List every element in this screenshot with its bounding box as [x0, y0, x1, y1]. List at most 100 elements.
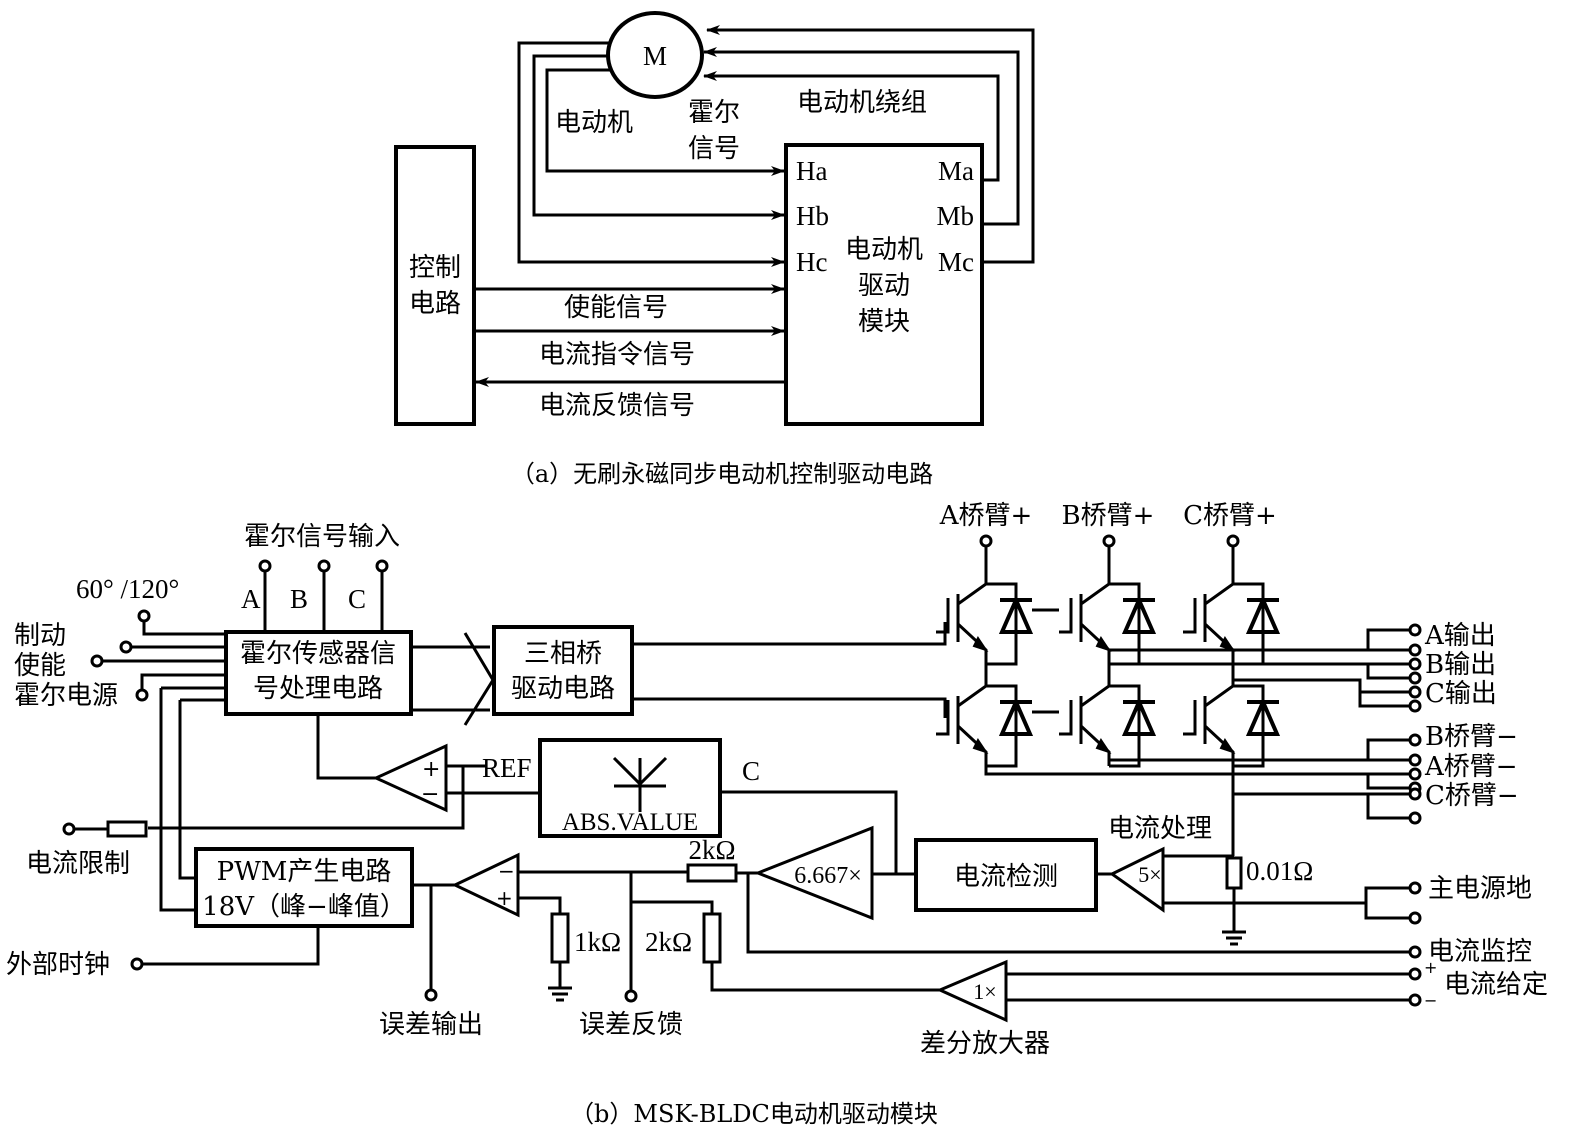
output-a-terminal-2[interactable]: [1408, 643, 1422, 657]
abs-value-icon: [612, 756, 668, 812]
comparator-plus: +: [422, 757, 440, 782]
hall-b-terminal[interactable]: [317, 559, 331, 573]
igbt-bridge: [936, 534, 1281, 768]
diff-amp-gain-label: 1×: [973, 979, 996, 1004]
c-low-igbt-gate: [1183, 700, 1197, 736]
winding-text: 电动机绕组: [797, 88, 927, 118]
setpoint-plus-terminal[interactable]: [1408, 967, 1422, 981]
winding-wire-mb: [703, 47, 1020, 226]
output-terminals: [984, 623, 1422, 856]
control-text-2: 电路: [409, 289, 461, 319]
a-high-igbt-transistor: [956, 572, 988, 664]
enable-terminal[interactable]: [90, 654, 104, 668]
current-detect-block: [914, 838, 1098, 912]
pwm-input-wire-2: [159, 686, 226, 912]
resistor-2k-top-label: 2kΩ: [688, 835, 735, 865]
error-feedback-terminal[interactable]: [624, 989, 638, 1003]
enable-signal-text: 使能信号: [564, 293, 668, 323]
a-low-wire: [984, 766, 1410, 790]
setpoint-minus-terminal[interactable]: [1408, 993, 1422, 1007]
error-amp-plus-wire: [518, 896, 562, 914]
current-command-text: 电流指令信号: [539, 340, 695, 370]
b-low-terminal-1[interactable]: [1408, 733, 1422, 747]
c-low-igbt-diode: [1245, 697, 1281, 736]
resistor-2k-bottom: [702, 912, 722, 964]
abs-feedback-wire: [720, 790, 898, 874]
a-high-terminal[interactable]: [979, 534, 993, 548]
current-limit-terminal[interactable]: [62, 822, 76, 836]
hall-text-2: 信号: [688, 134, 740, 164]
output-c-label: C输出: [1425, 679, 1497, 709]
output-a-wire: [1109, 628, 1410, 652]
current-setpoint-label: 电流给定: [1444, 970, 1548, 1000]
current-monitor-wire: [746, 873, 1410, 954]
a-low-igbt-diode-wire: [986, 684, 1018, 768]
output-c-terminal-2[interactable]: [1408, 699, 1422, 713]
pin-ma: Ma: [938, 156, 974, 186]
angle-select-label: 60° /120°: [76, 574, 179, 604]
driver-text-2: 驱动: [858, 271, 910, 301]
error-feedback-label: 误差反馈: [579, 1010, 683, 1040]
caption-a: （a）无刷永磁同步电动机控制驱动电路: [511, 460, 933, 488]
shunt-resistor: [1225, 856, 1243, 890]
c-low-terminal-1[interactable]: [1408, 787, 1422, 801]
ground-icon-shunt: [1222, 888, 1246, 946]
b-low-igbt-gate: [1059, 700, 1073, 736]
brake-label: 制动: [14, 621, 66, 651]
hall-a-terminal[interactable]: [258, 559, 272, 573]
b-low-terminal-2[interactable]: [1408, 753, 1422, 767]
output-a-terminal-1[interactable]: [1408, 623, 1422, 637]
a-low-igbt-gate: [936, 700, 950, 736]
angle-select-terminal[interactable]: [137, 609, 151, 623]
comparator-minus: −: [421, 782, 439, 807]
c-low-terminal-2[interactable]: [1408, 811, 1422, 825]
output-b-terminal-2[interactable]: [1408, 671, 1422, 685]
c-low-igbt-transistor: [1203, 674, 1235, 766]
b-low-igbt-diode-wire: [1109, 684, 1141, 768]
shunt-label: 0.01Ω: [1246, 856, 1313, 886]
c-high-igbt-emitter-arrow: [1219, 636, 1236, 652]
hall-c-terminal[interactable]: [375, 559, 389, 573]
a-low-terminal-1[interactable]: [1408, 767, 1422, 781]
diff-amp-triangle: [936, 959, 1008, 1023]
a-high-igbt-diode: [998, 595, 1034, 634]
hall-wire-hc: [517, 41, 785, 267]
b-low-wire: [1109, 738, 1410, 762]
b-low-igbt-diode: [1121, 697, 1157, 736]
a-low-igbt-diode: [998, 697, 1034, 736]
hall-text-1: 霍尔: [688, 98, 740, 128]
control-circuit-block: [394, 145, 476, 426]
output-c-terminal-1[interactable]: [1408, 685, 1422, 699]
c-high-igbt-diode: [1245, 595, 1281, 634]
driver-module-block: [784, 143, 984, 426]
pwm-text-2: 18V（峰−峰值）: [202, 892, 406, 922]
main-ground-terminal-2[interactable]: [1408, 911, 1422, 925]
driver-text-3: 模块: [858, 307, 910, 337]
enable-label: 使能: [14, 651, 66, 681]
setpoint-plus-sign: +: [1424, 958, 1437, 977]
figure-b: 霍尔信号输入 A B C 60° /120° 制动 使能 霍尔电源 霍尔传感器信…: [6, 501, 1548, 1128]
error-amp-plus: +: [496, 886, 513, 910]
pin-mc: Mc: [938, 247, 974, 277]
output-b-terminal-1[interactable]: [1408, 657, 1422, 671]
external-clock-wire: [142, 926, 320, 966]
hall-b-label: B: [290, 584, 308, 614]
brake-terminal[interactable]: [119, 640, 133, 654]
current-limit-wire: [148, 766, 465, 830]
external-clock-terminal[interactable]: [130, 957, 144, 971]
hall-wire-ha: [545, 68, 785, 176]
angle-select-wire: [142, 620, 226, 636]
b-high-igbt-emitter-arrow: [1095, 636, 1112, 652]
hall-processor-block: [224, 630, 413, 716]
error-output-terminal[interactable]: [424, 988, 438, 1002]
hall-power-terminal[interactable]: [135, 688, 149, 702]
c-high-terminal[interactable]: [1226, 534, 1240, 548]
main-ground-terminal-1[interactable]: [1408, 881, 1422, 895]
c-low-label: C桥臂−: [1425, 781, 1519, 811]
current-monitor-terminal[interactable]: [1408, 945, 1422, 959]
a-low-igbt-emitter-arrow: [972, 738, 989, 754]
b-high-terminal[interactable]: [1102, 534, 1116, 548]
pwm-text-1: PWM产生电路: [217, 857, 392, 887]
pwm-generator-block: [194, 847, 414, 928]
